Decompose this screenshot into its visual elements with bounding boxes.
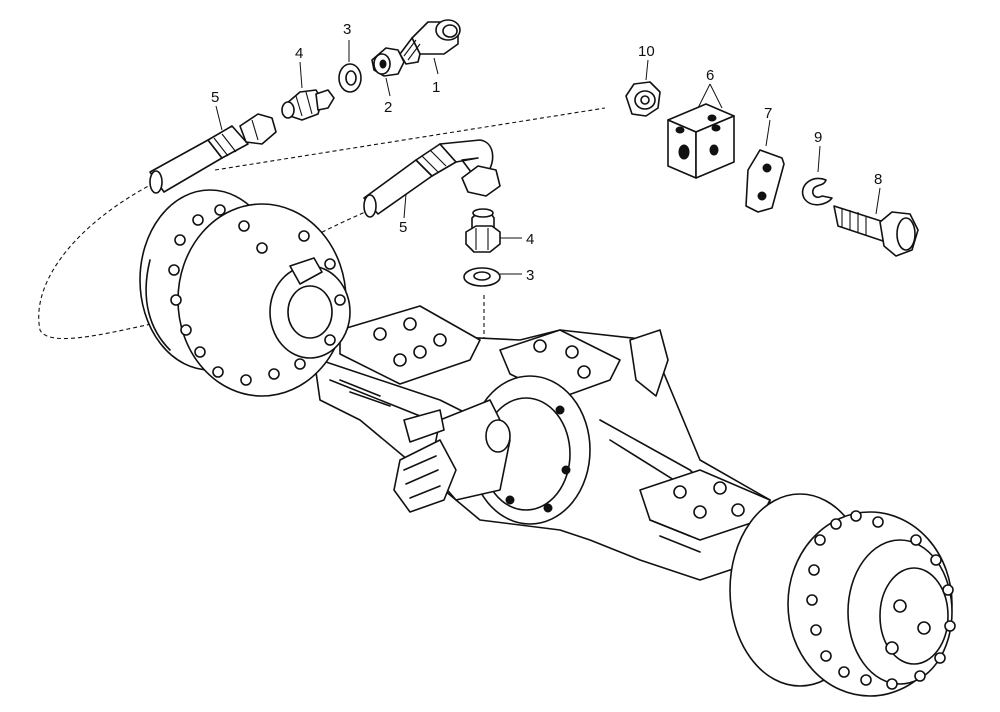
right-wheel-hub [729,493,956,697]
washer-part-9 [801,177,833,206]
plate-part-7 [745,149,785,213]
hose-part-5-middle [363,139,501,218]
pressure-switch-part-1 [399,19,461,65]
union-part-4-middle [465,208,501,253]
clamp-block-part-6 [667,103,735,179]
callout-6: 6 [706,67,714,84]
leader-lines [215,40,881,275]
callout-2: 2 [384,99,392,116]
seal-washer-part-3-top [338,63,362,93]
callout-5-top: 5 [211,89,219,106]
callout-3-top: 3 [343,21,351,38]
callout-5-middle: 5 [399,219,407,236]
nut-part-10 [625,81,661,117]
left-wheel-hub [139,189,351,397]
callout-8: 8 [874,171,882,188]
right-hub-stud-ring [806,510,956,690]
seal-washer-part-3-middle [463,267,501,287]
callout-3-middle: 3 [526,267,534,284]
callout-4-top: 4 [295,45,303,62]
union-part-4-top [281,89,335,121]
callout-10: 10 [638,43,655,60]
left-hub-stud-ring [168,204,346,386]
adapter-part-2 [371,47,405,77]
callout-4-middle: 4 [526,231,534,248]
callout-1: 1 [432,79,440,96]
differential-housing [393,375,591,525]
callout-labels: 1 2 3 4 5 10 6 7 9 8 5 4 3 [211,21,882,284]
callout-7: 7 [764,105,772,122]
bolt-part-8 [833,205,919,257]
callout-9: 9 [814,129,822,146]
hose-part-5-top [149,113,277,194]
